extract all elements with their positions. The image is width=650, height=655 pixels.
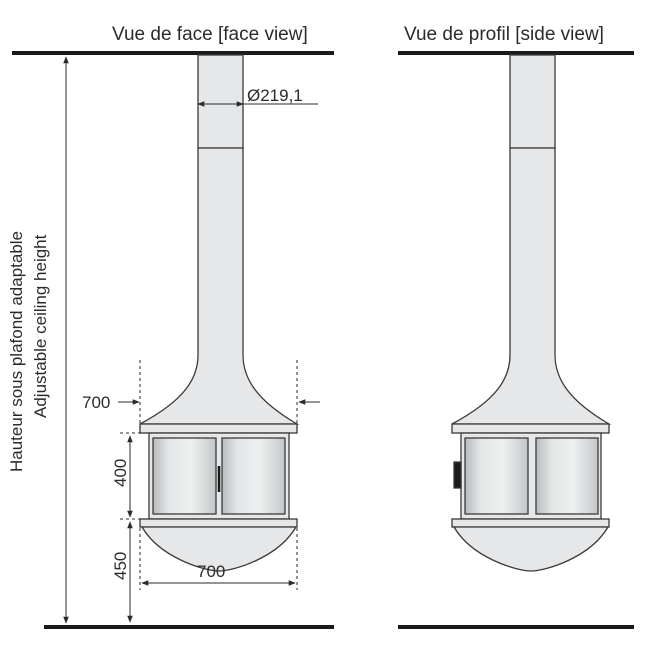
hood [139, 147, 300, 425]
hood-width-label: 700 [82, 393, 110, 412]
glass-right [221, 437, 286, 515]
profile-glass-left [464, 437, 529, 515]
profile-glass-right [535, 437, 599, 515]
profile-view-fireplace [451, 54, 612, 572]
dimension-annotations [63, 56, 320, 624]
firebox-height-label: 400 [111, 459, 130, 487]
profile-base-plate [451, 518, 610, 528]
hood-ring [139, 423, 298, 434]
face-view-title: Vue de face [face view] [112, 24, 308, 45]
flue-diameter-label: Ø219,1 [247, 86, 303, 105]
profile-side-handle [453, 461, 462, 489]
profile-base-bowl [452, 526, 610, 572]
ceiling-height-label-en: Adjustable ceiling height [31, 234, 50, 418]
ceiling-height-label-fr: Hauteur sous plafond adaptable [7, 231, 26, 472]
flue-upper [197, 54, 244, 149]
base-width-label: 700 [197, 562, 225, 581]
profile-hood-ring [451, 423, 610, 434]
profile-flue-upper [509, 54, 556, 149]
profile-hood [451, 147, 612, 425]
profile-view-title: Vue de profil [side view] [404, 24, 604, 45]
glass-left [152, 437, 217, 515]
base-height-label: 450 [111, 552, 130, 580]
base-bowl [140, 526, 298, 572]
base-plate [139, 518, 298, 528]
face-view-fireplace [139, 54, 300, 572]
